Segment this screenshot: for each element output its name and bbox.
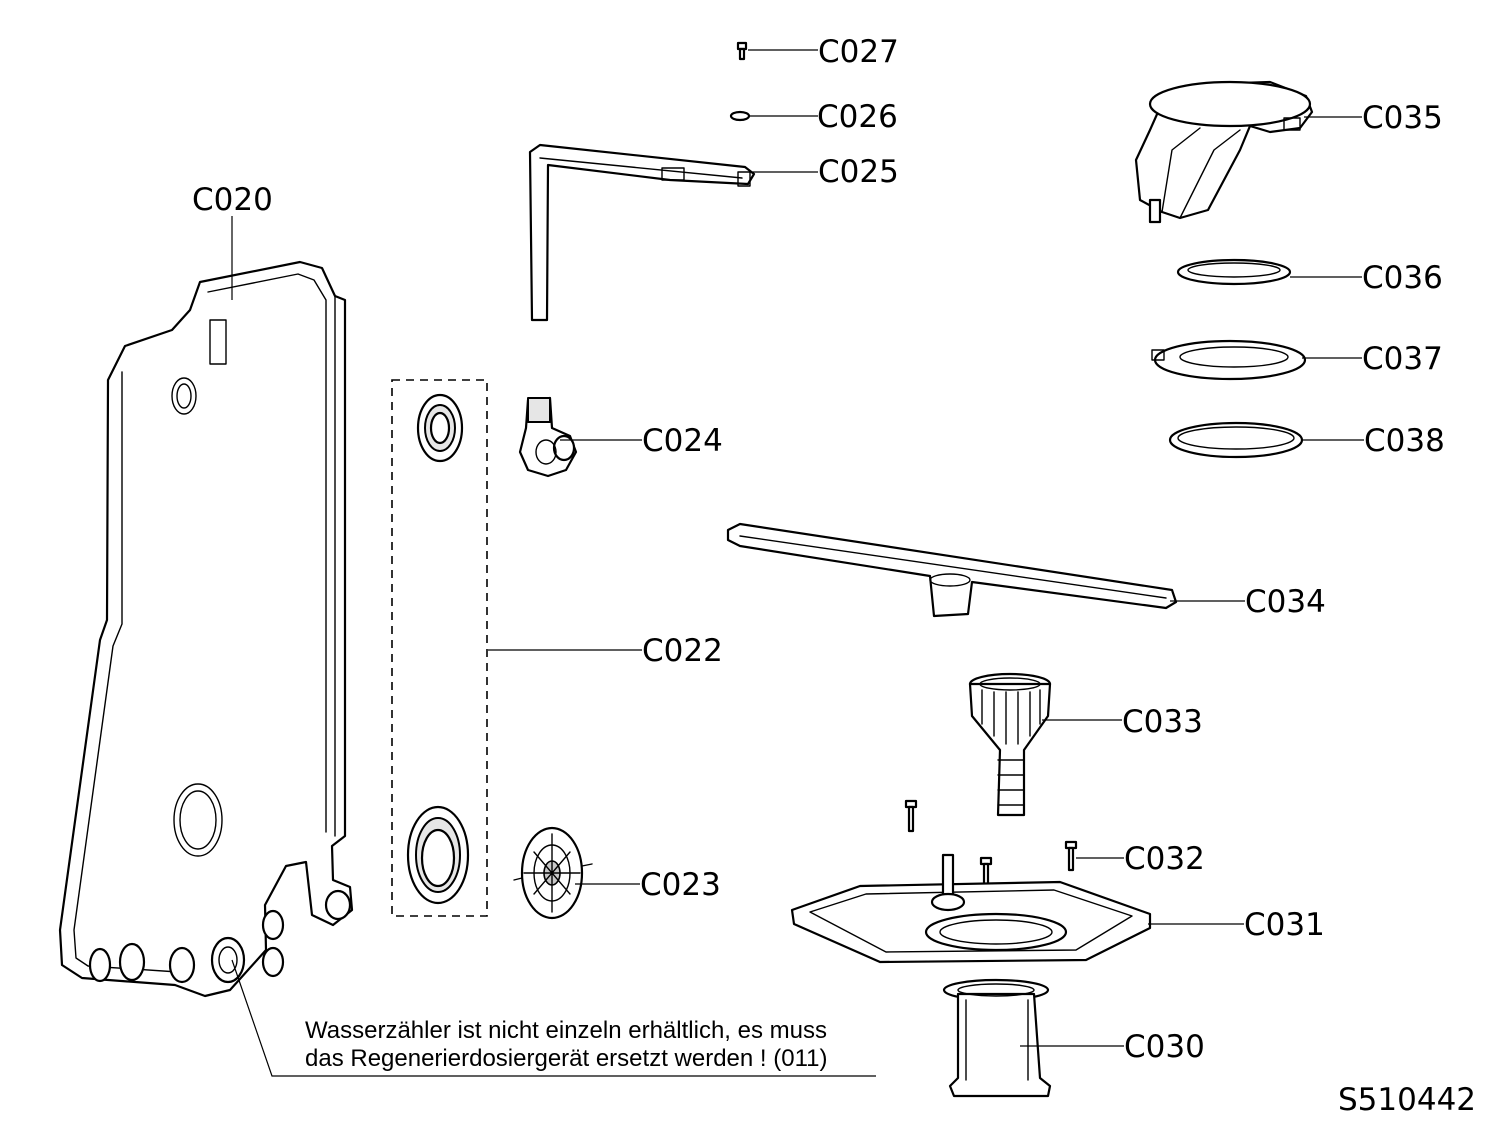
callout-c035: C035: [1362, 100, 1443, 136]
part-c020-side-panel: [58, 260, 354, 998]
callout-c020: C020: [192, 182, 273, 218]
callout-c032: C032: [1124, 841, 1205, 877]
part-c037-clip-ring: [1151, 339, 1307, 381]
part-c032-screws: [904, 799, 1078, 892]
part-c035-spray-arm-hub: [1134, 80, 1314, 224]
callout-c034: C034: [1245, 584, 1326, 620]
part-c026-small-oring: [729, 110, 751, 122]
water-meter-note: Wasserzähler ist nicht einzeln erhältlic…: [305, 1017, 828, 1072]
callout-c025: C025: [818, 154, 899, 190]
part-c030-filter-cup: [942, 978, 1052, 1098]
part-c024-connector: [518, 396, 578, 478]
callout-c027: C027: [818, 34, 899, 70]
part-c022-seal-set: [391, 379, 488, 917]
part-c033-filter-insert: [968, 672, 1052, 817]
part-c038-seal-ring: [1168, 421, 1304, 459]
leader-lines: [231, 49, 1364, 1077]
callout-c037: C037: [1362, 341, 1443, 377]
callout-c023: C023: [640, 867, 721, 903]
callout-c026: C026: [817, 99, 898, 135]
callout-c022: C022: [642, 633, 723, 669]
part-c034-lower-spray-arm: [726, 522, 1178, 618]
part-c027-screw: [736, 41, 748, 61]
part-c031-sump-plate: [790, 853, 1152, 964]
part-c025-water-pipe: [528, 143, 756, 322]
callout-c024: C024: [642, 423, 723, 459]
note-line-2: das Regenerierdosiergerät ersetzt werden…: [305, 1045, 828, 1072]
callout-c031: C031: [1244, 907, 1325, 943]
note-line-1: Wasserzähler ist nicht einzeln erhältlic…: [305, 1017, 827, 1044]
callout-labels: C020 C027 C026 C025 C024 C022 C023 C035 …: [192, 34, 1445, 1065]
callout-c030: C030: [1124, 1029, 1205, 1065]
part-c036-ring: [1176, 258, 1292, 286]
callout-c036: C036: [1362, 260, 1443, 296]
drawing-id: S510442: [1338, 1082, 1476, 1118]
part-c023-cover-disc: [513, 826, 593, 920]
callout-c033: C033: [1122, 704, 1203, 740]
callout-c038: C038: [1364, 423, 1445, 459]
